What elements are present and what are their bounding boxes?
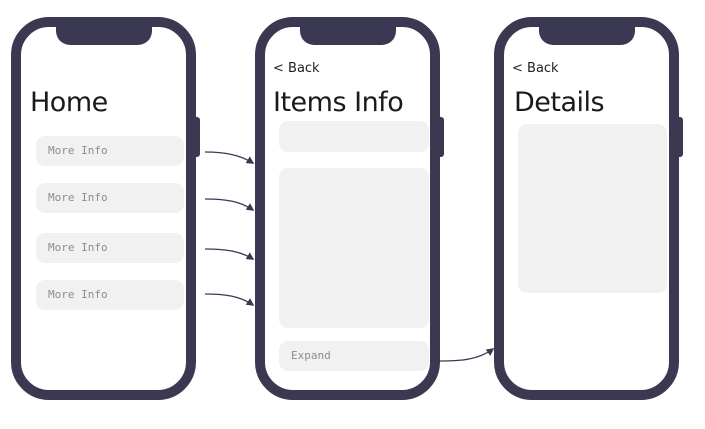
- phone-home-screen: Home More Info More Info More Info More …: [11, 17, 200, 400]
- details-placeholder-block: [518, 124, 667, 293]
- header-placeholder-block: [279, 121, 429, 152]
- flow-arrow: [204, 248, 255, 260]
- phone-side-button: [195, 117, 200, 157]
- more-info-button[interactable]: More Info: [36, 233, 184, 263]
- flow-arrow: [204, 198, 255, 211]
- more-info-button[interactable]: More Info: [36, 280, 184, 310]
- items-info-title: Items Info: [273, 87, 404, 118]
- flow-arrow: [439, 348, 495, 362]
- back-link[interactable]: < Back: [512, 61, 559, 76]
- content-placeholder-block: [279, 168, 429, 328]
- more-info-button[interactable]: More Info: [36, 136, 184, 166]
- phone-items-info-screen: < Back Items Info Expand: [255, 17, 444, 400]
- phone-notch: [55, 25, 152, 45]
- phone-notch: [538, 25, 635, 45]
- phone-details-screen: < Back Details: [494, 17, 683, 400]
- phone-notch: [299, 25, 396, 45]
- more-info-button[interactable]: More Info: [36, 183, 184, 213]
- expand-button[interactable]: Expand: [279, 341, 429, 371]
- flow-arrow: [204, 151, 255, 164]
- flow-arrow: [204, 293, 255, 306]
- home-title: Home: [30, 87, 108, 118]
- back-link[interactable]: < Back: [273, 61, 320, 76]
- phone-side-button: [678, 117, 683, 157]
- details-title: Details: [514, 87, 605, 118]
- phone-side-button: [439, 117, 444, 157]
